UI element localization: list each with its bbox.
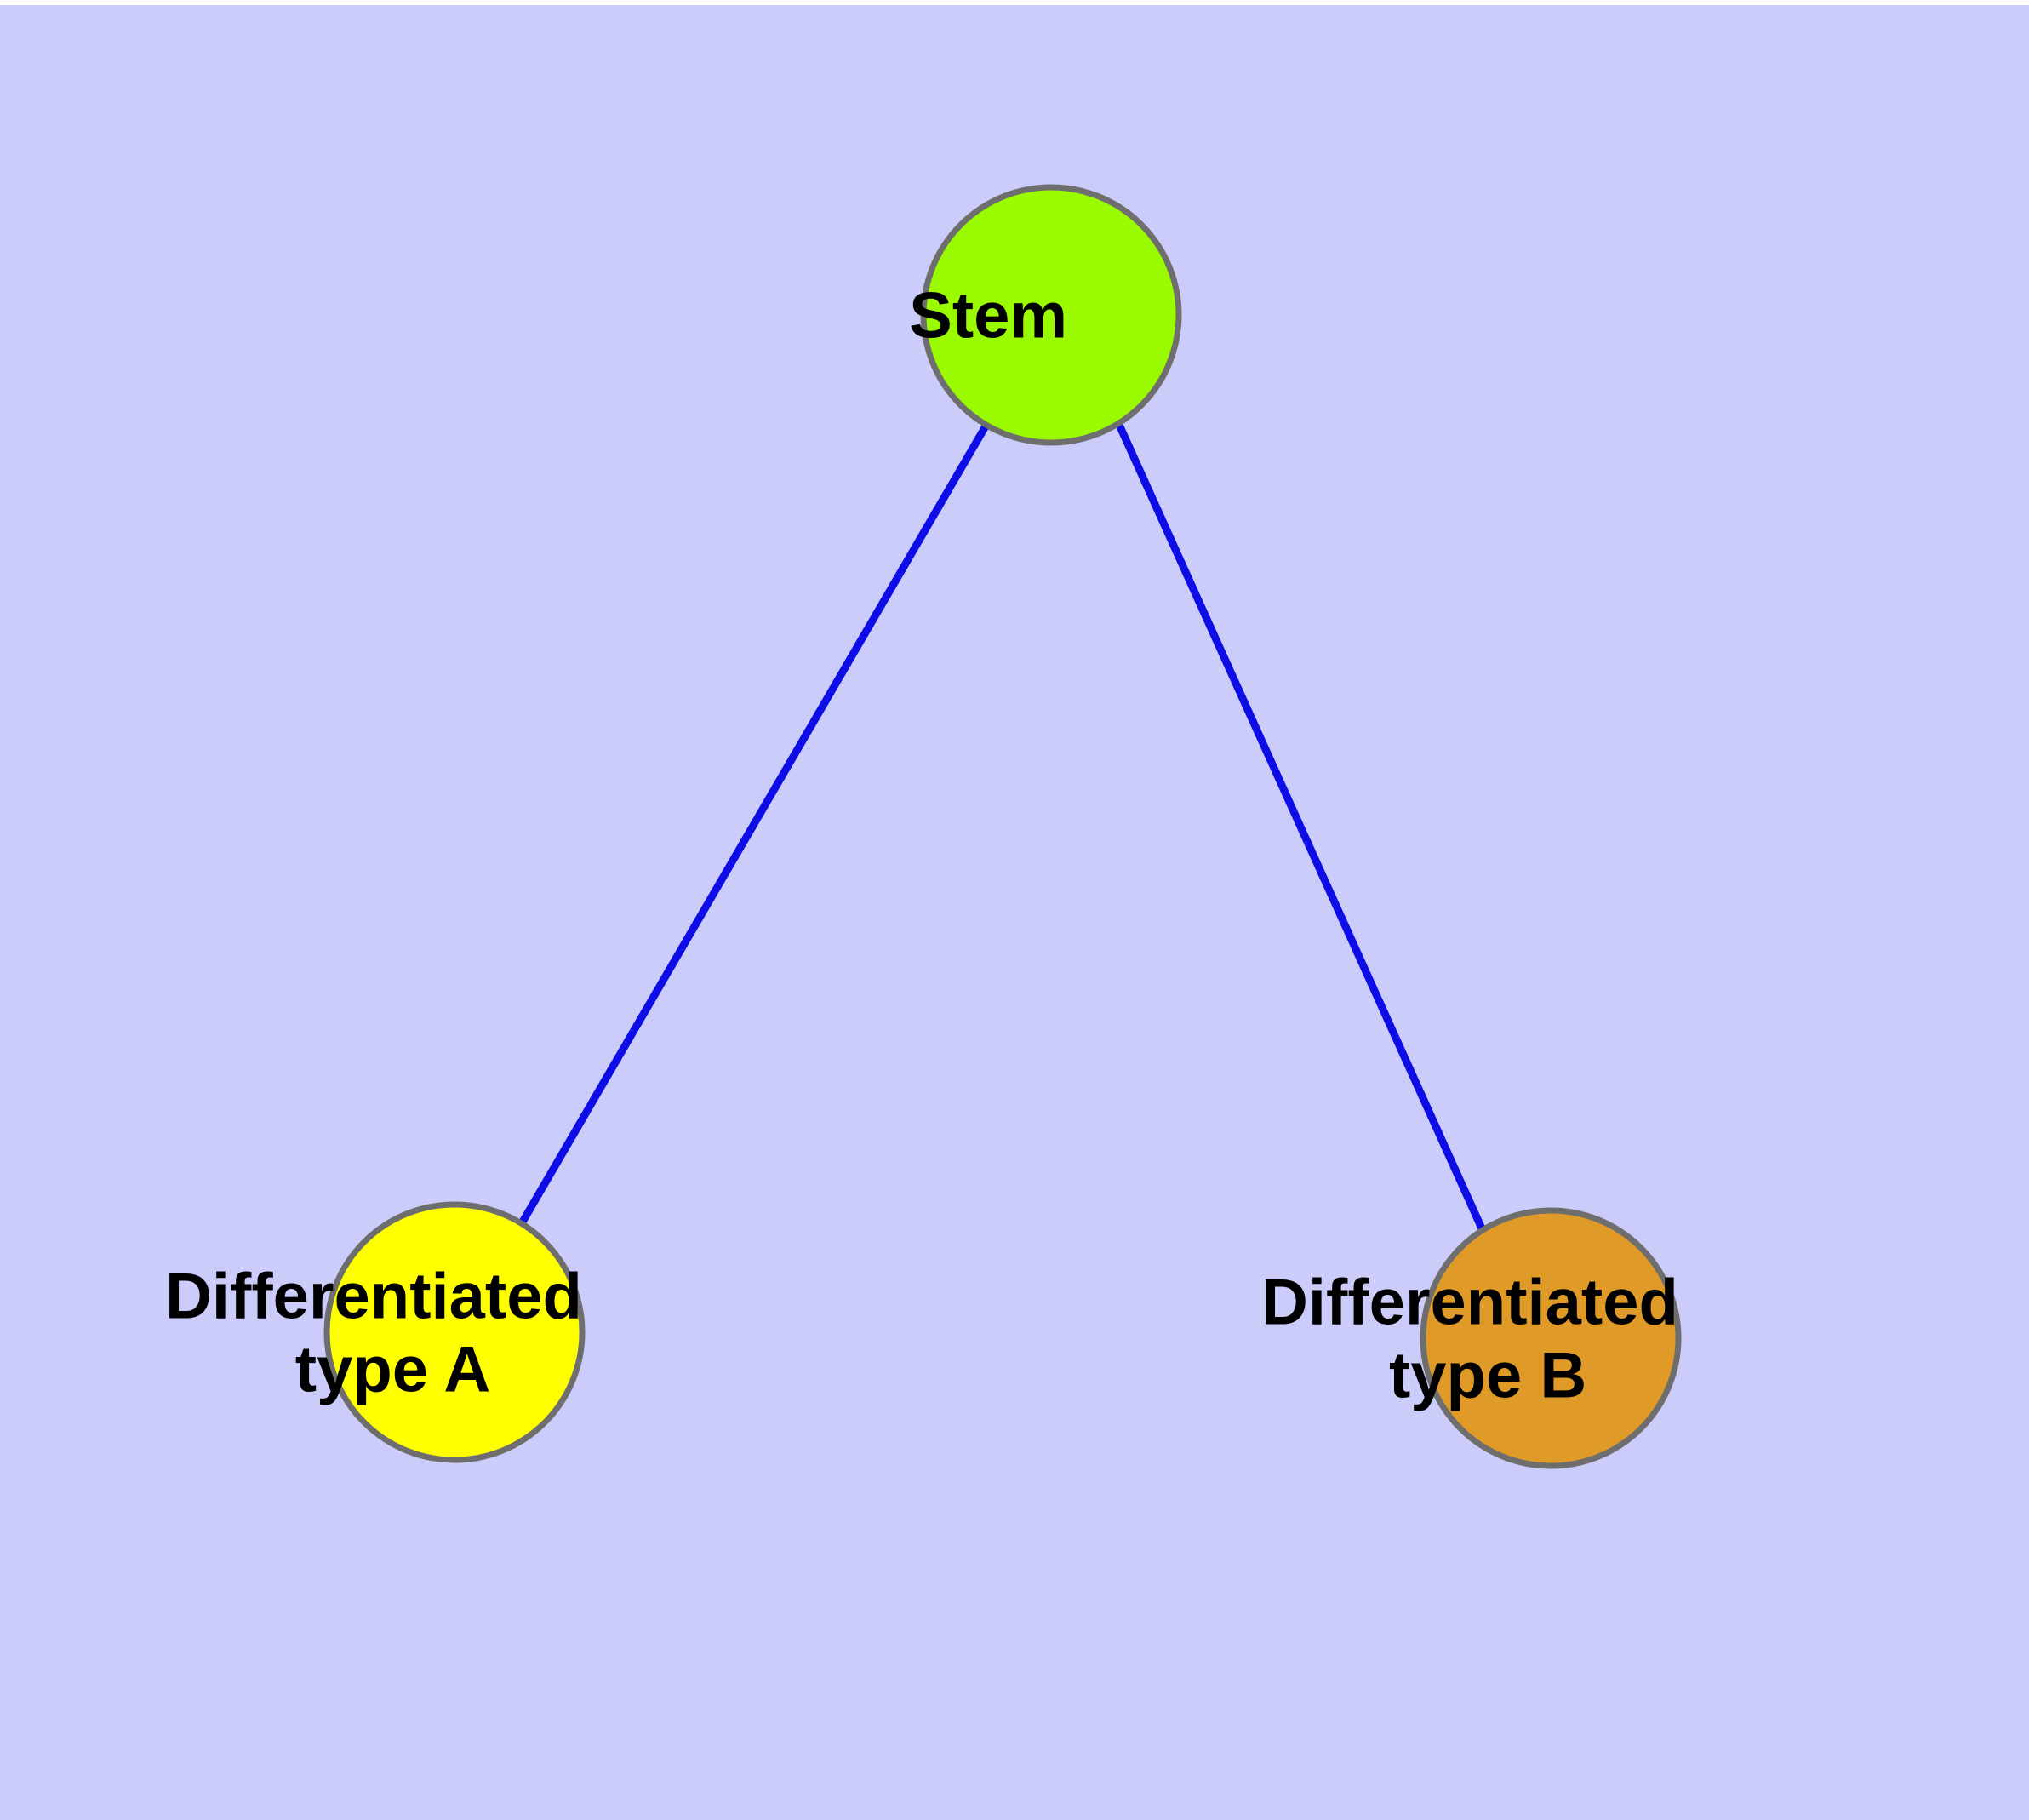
node-differentiated-type-b[interactable] [1420, 1207, 1682, 1469]
node-stem[interactable] [920, 184, 1182, 446]
canvas-top-strip [0, 0, 2029, 5]
node-differentiated-type-a[interactable] [323, 1201, 586, 1463]
edge-stem-to-differentiated-type-b[interactable] [1115, 423, 1486, 1230]
edge-stem-to-differentiated-type-a[interactable] [518, 422, 990, 1226]
node-label-stem: Stem [0, 0, 1193, 352]
labels-layer: Stem Differentiated type A Differentiate… [0, 0, 1678, 1412]
nodes-layer [323, 184, 1682, 1469]
node-label-differentiated-type-a: Differentiated type A [0, 0, 744, 1406]
node-label-differentiated-type-a-line-1: Differentiated [165, 1261, 582, 1333]
node-label-differentiated-type-b: Differentiated type B [1261, 1267, 1678, 1412]
node-label-differentiated-type-b-line-1: Differentiated [1261, 1267, 1678, 1339]
node-label-differentiated-type-b-line-2: type B [1389, 1340, 1586, 1412]
edges-layer [518, 422, 1486, 1230]
node-label-differentiated-type-a-line-2: type A [295, 1334, 489, 1406]
node-label-stem-line-1: Stem [909, 280, 1067, 352]
